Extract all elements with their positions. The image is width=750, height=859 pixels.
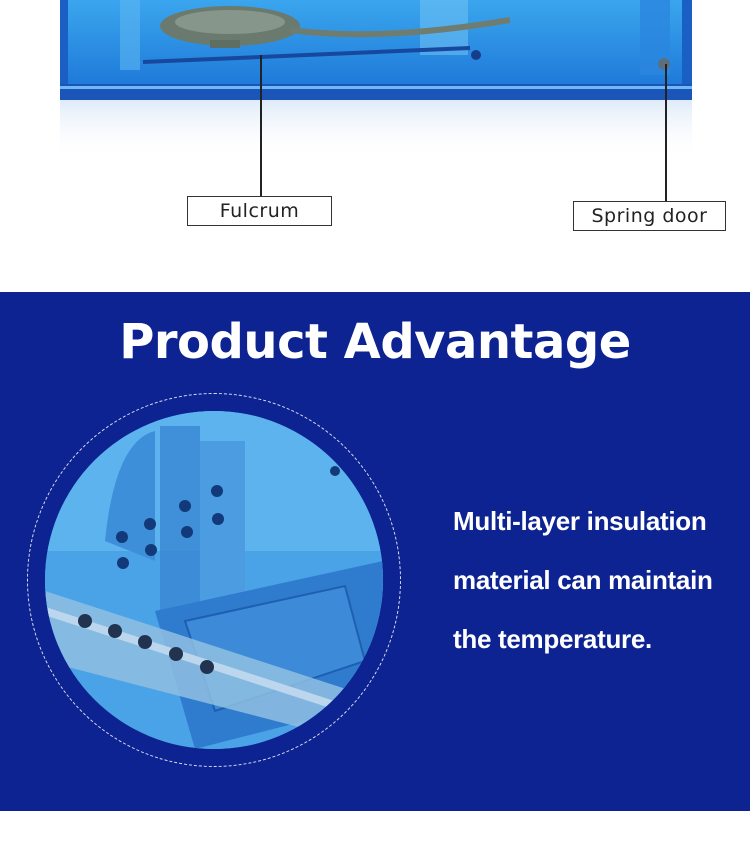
section-title: Product Advantage <box>119 314 631 370</box>
spring-door-label: Spring door <box>573 201 726 231</box>
trap-photo <box>60 0 692 201</box>
description-line: the temperature. <box>453 624 652 654</box>
description-line: Multi-layer insulation <box>453 506 707 536</box>
bottom-margin <box>0 811 750 859</box>
trap-closeup-image <box>45 411 383 749</box>
product-diagram: Fulcrum Spring door <box>0 0 750 292</box>
dashed-ring <box>27 393 401 767</box>
advantage-description: Multi-layer insulation material can main… <box>453 492 743 669</box>
closeup-photo <box>45 411 383 749</box>
advantage-section: Product Advantage <box>0 292 750 811</box>
description-line: material can maintain <box>453 565 713 595</box>
fulcrum-label: Fulcrum <box>187 196 332 226</box>
